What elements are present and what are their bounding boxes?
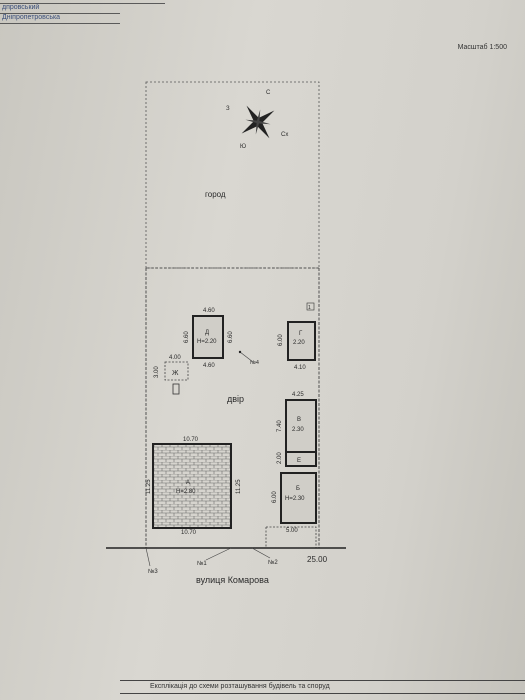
compass-rose <box>241 105 275 139</box>
garden-label: город <box>205 190 226 199</box>
marker-n1-label: №1 <box>197 560 207 567</box>
corner-marker-label: 1 <box>308 305 311 311</box>
structure-zh-top-dim: 4.00 <box>169 355 181 361</box>
corner-marker-box <box>306 302 315 311</box>
building-b-letter: Б <box>296 486 300 492</box>
marker-n3-leader <box>145 547 151 567</box>
structure-zh-letter: Ж <box>172 370 179 377</box>
building-a-left-dim: 11.25 <box>146 479 152 494</box>
building-a <box>152 443 232 529</box>
building-g-height: 2.20 <box>293 340 305 346</box>
building-v-height: 2.30 <box>292 427 304 433</box>
building-g-side-dim: 6.00 <box>278 334 284 346</box>
compass-east-label: Сх <box>281 132 288 138</box>
building-d-height: Н=2.20 <box>197 339 217 345</box>
scale-label: Масштаб 1:500 <box>457 44 507 51</box>
building-g-bottom-dim: 4.10 <box>294 365 306 371</box>
marker-n4-leader <box>239 351 254 363</box>
gate-outline <box>265 526 317 548</box>
building-v-letter: В <box>297 417 301 423</box>
building-a-bottom-dim: 10.70 <box>181 530 197 536</box>
building-a-height: Н=2.80 <box>176 489 196 495</box>
marker-n3-label: №3 <box>148 568 158 575</box>
building-b-bottom-dim: 5.00 <box>286 528 298 534</box>
footer-title: Експлікація до схеми розташування будіве… <box>150 683 330 690</box>
building-v <box>285 399 317 453</box>
structure-zh <box>164 361 189 381</box>
building-g <box>287 321 316 361</box>
marker-n4-point <box>238 350 242 354</box>
structure-well <box>172 383 180 395</box>
building-a-letter: А <box>186 480 190 486</box>
building-b-height: Н=2.30 <box>285 496 305 502</box>
street-name: вулиця Комарова <box>196 575 269 585</box>
building-d-left-dim: 6.60 <box>184 331 190 343</box>
marker-n4-label: №4 <box>250 360 259 366</box>
building-v-side-dim: 7.40 <box>277 420 283 432</box>
header-rule <box>0 23 120 24</box>
compass-west-label: З <box>226 106 230 112</box>
footer-rule <box>120 680 525 681</box>
header-region: Дніпропетровська <box>2 14 61 21</box>
building-d <box>192 315 224 359</box>
building-g-letter: Г <box>299 331 303 337</box>
building-v-top-dim: 4.25 <box>292 392 304 398</box>
building-e-letter: Е <box>297 458 301 464</box>
compass-north-label: С <box>266 90 271 96</box>
building-e <box>285 451 317 467</box>
marker-n2-label: №2 <box>268 559 278 566</box>
header-rule <box>0 13 120 14</box>
building-d-right-dim: 6.60 <box>228 331 234 343</box>
building-a-top-dim: 10.70 <box>183 437 199 443</box>
yard-side-boundary <box>145 268 320 548</box>
header-district: дпровський <box>2 4 40 11</box>
garden-boundary <box>145 81 320 269</box>
building-d-letter: Д <box>205 330 209 336</box>
marker-n2-leader <box>251 547 271 559</box>
marker-n1-leader <box>205 547 232 561</box>
structure-zh-side-dim: 3.00 <box>154 366 160 378</box>
yard-label: двір <box>227 394 244 404</box>
building-d-bottom-dim: 4.60 <box>203 363 215 369</box>
building-d-top-dim: 4.60 <box>203 308 215 314</box>
building-b-side-dim: 6.00 <box>272 491 278 503</box>
footer-rule <box>120 693 525 694</box>
building-a-right-dim: 11.25 <box>236 479 242 494</box>
header-rule <box>0 3 165 4</box>
building-b <box>280 472 317 524</box>
building-e-side-dim: 2.00 <box>277 452 283 464</box>
frontage-dimension: 25.00 <box>307 555 328 564</box>
compass-south-label: Ю <box>240 144 246 150</box>
